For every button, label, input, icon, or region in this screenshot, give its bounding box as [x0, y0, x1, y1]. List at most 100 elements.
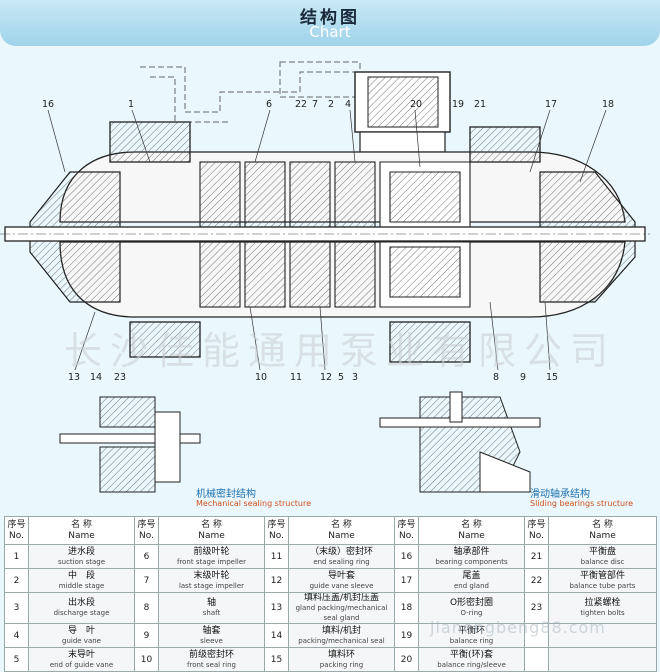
part-number: 4	[4, 623, 29, 648]
part-number: 22	[524, 568, 549, 593]
part-number: 15	[264, 647, 289, 672]
header-banner: 结构图 Chart	[0, 0, 660, 46]
part-name-en: end gland	[454, 581, 489, 590]
part-name-cn: 前级叶轮	[193, 546, 230, 557]
mechanical-seal-label-cn: 机械密封结构	[196, 489, 256, 500]
part-name-en: front stage impeller	[176, 557, 247, 566]
callout-1: 1	[128, 99, 134, 110]
part-name-en: sleeve	[200, 636, 223, 645]
part-name-cn: 进水段	[67, 546, 95, 557]
part-name-en: end of guide vane	[49, 660, 114, 669]
part-number: 3	[4, 592, 29, 624]
part-number: 11	[264, 544, 289, 569]
callout-17: 17	[545, 99, 557, 110]
part-name-en: balance disc	[580, 557, 625, 566]
callout-3: 3	[352, 372, 358, 383]
callout-16: 16	[42, 99, 54, 110]
part-name-cn: 末级叶轮	[193, 570, 230, 581]
part-name-en: end sealing ring	[313, 557, 370, 566]
callout-4: 4	[345, 99, 351, 110]
footer-watermark: jianengbeng88.com	[430, 618, 606, 637]
callout-14: 14	[90, 372, 102, 383]
callout-8: 8	[493, 372, 499, 383]
part-number: 1	[4, 544, 29, 569]
part-name-en: balance ring/sleeve	[437, 660, 506, 669]
part-name-cn: 轴承部件	[453, 546, 490, 557]
part-name-en: tighten bolts	[580, 609, 625, 617]
part-name-en: guide vane sleeve	[309, 581, 374, 590]
callout-20: 20	[410, 99, 422, 110]
part-name-en: balance ring	[449, 636, 494, 645]
part-number: 10	[134, 647, 159, 672]
page-title: 结构图	[300, 8, 360, 28]
part-number: 6	[134, 544, 159, 569]
impeller-stages	[199, 161, 471, 308]
part-name-cn: 尾盖	[462, 570, 481, 581]
balance-pipe-outline	[140, 61, 420, 123]
part-name	[548, 623, 657, 648]
callout-11: 11	[290, 372, 302, 383]
part-name-en: suction stage	[58, 557, 105, 566]
callout-22: 22	[295, 99, 307, 110]
callout-7: 7	[312, 99, 318, 110]
callout-10: 10	[255, 372, 267, 383]
part-name-cn: O形密封圈	[449, 598, 494, 608]
page-subtitle: Chart	[309, 23, 351, 41]
part-name-cn: 轴套	[202, 625, 221, 636]
part-name-cn: 导叶套	[327, 570, 355, 581]
part-number: 7	[134, 568, 159, 593]
part-name-cn: 平衡环	[457, 625, 485, 636]
part-number: 2	[4, 568, 29, 593]
part-number: 14	[264, 623, 289, 648]
part-name-cn: 中 段	[67, 570, 95, 581]
mechanical-seal-detail	[59, 396, 201, 493]
part-number: 12	[264, 568, 289, 593]
part-name-en: discharge stage	[53, 609, 110, 617]
part-name-en: guide vane	[62, 636, 101, 645]
part-name-cn: 前级密封环	[188, 649, 234, 660]
part-number: 18	[394, 592, 419, 624]
part-name-en: last stage impeller	[178, 581, 245, 590]
part-name-en: packing/mechanical seal	[298, 636, 385, 645]
part-name-en: O-ring	[460, 609, 483, 617]
part-name-cn: （末级）密封环	[309, 546, 373, 557]
part-name-en: bearing components	[435, 557, 508, 566]
pump-shaft	[0, 226, 650, 242]
part-number: 21	[524, 544, 549, 569]
part-name-en: shaft	[202, 609, 221, 617]
callouts-top: 16 1 6 22 7 2 4 20 19 21 17 18	[42, 99, 614, 110]
part-name-cn: 末导叶	[67, 649, 95, 660]
part-name-en: middle stage	[58, 581, 105, 590]
part-number: 19	[394, 623, 419, 648]
callout-19: 19	[452, 99, 464, 110]
part-number: 9	[134, 623, 159, 648]
part-number: 20	[394, 647, 419, 672]
part-name-cn: 平衡(环)套	[449, 649, 494, 660]
part-name-cn: 填料压盖/机封压盖	[303, 593, 380, 604]
callout-2: 2	[328, 99, 334, 110]
discharge-nozzle	[354, 71, 451, 153]
part-number	[524, 623, 549, 648]
